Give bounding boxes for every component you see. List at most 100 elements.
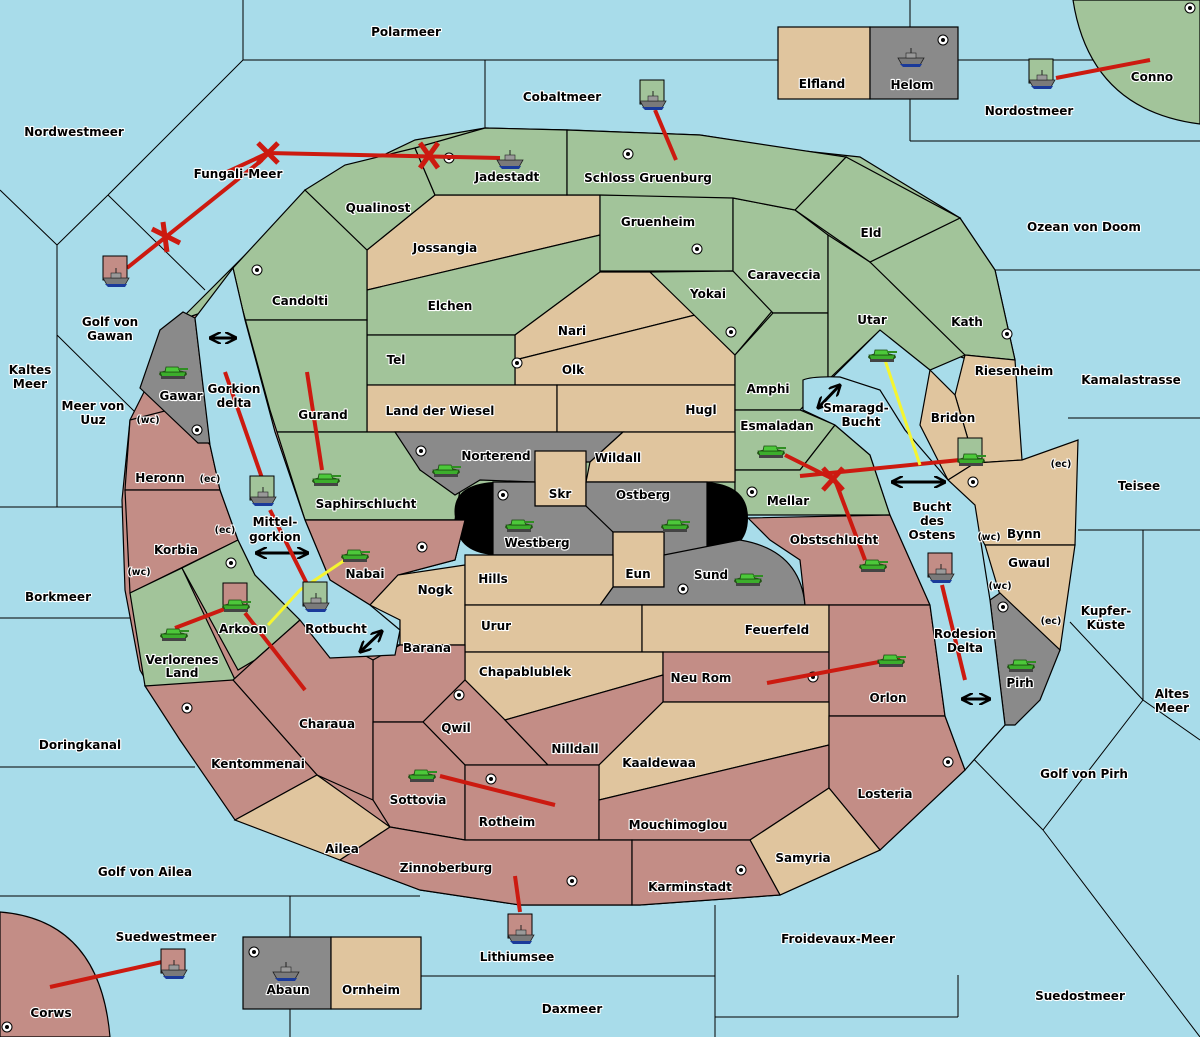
x-marks	[150, 141, 845, 492]
land-label-land-der-wiesel: Land der Wiesel	[386, 404, 495, 418]
failed-move-x-jadestadt	[417, 141, 441, 170]
land-label-kentommenai: Kentommenai	[211, 757, 305, 771]
land-label-karminstadt: Karminstadt	[648, 880, 732, 894]
supply-center-icon	[511, 357, 523, 369]
land-label-losteria: Losteria	[857, 787, 912, 801]
supply-center-icon	[497, 489, 509, 501]
land-label-saphirschlucht: Saphirschlucht	[316, 497, 417, 511]
sea-label-doringkanal: Doringkanal	[39, 738, 121, 752]
land-ornheim[interactable]	[330, 936, 422, 1010]
land-label-elchen: Elchen	[428, 299, 473, 313]
land-label-nogk: Nogk	[418, 583, 454, 597]
land-label-orlon: Orlon	[869, 691, 906, 705]
land-label-obstschlucht: Obstschlucht	[790, 533, 879, 547]
sea-label-teisee: Teisee	[1118, 479, 1160, 493]
supply-center-icon	[677, 583, 689, 595]
land-tel[interactable]	[366, 334, 516, 386]
supply-center-icon	[566, 875, 578, 887]
supply-center-icon	[416, 541, 428, 553]
land-elfland[interactable]	[777, 26, 871, 100]
supply-center-icon	[1184, 2, 1196, 14]
sea-smaragd-bucht[interactable]	[802, 376, 1006, 772]
sea-label-kupfer-kueste: Kupfer-Küste	[1081, 604, 1131, 632]
land-land-der-wiesel[interactable]	[366, 384, 558, 433]
land-schloss-gruenburg[interactable]	[566, 129, 848, 211]
land-label-sottovia: Sottovia	[390, 793, 447, 807]
land-label-candolti: Candolti	[272, 294, 328, 308]
supply-center-icon	[725, 326, 737, 338]
land-label-eun: Eun	[625, 567, 650, 581]
land-corws[interactable]	[0, 911, 111, 1037]
labels: PolarmeerCobaltmeerNordwestmeerFungali-M…	[8, 24, 1191, 1021]
land-label-jadestadt: Jadestadt	[474, 170, 540, 184]
land-label-wildall: Wildall	[595, 451, 641, 465]
land-label-mellar: Mellar	[767, 494, 809, 508]
land-label-urur: Urur	[481, 619, 511, 633]
sea-gorkion-channel[interactable]	[194, 266, 401, 659]
impassable-west	[454, 482, 493, 555]
land-losteria[interactable]	[828, 715, 966, 851]
land-label-qwil: Qwil	[441, 721, 471, 735]
sea-label-suedostmeer: Suedostmeer	[1035, 989, 1125, 1003]
army-icon[interactable]	[867, 349, 898, 363]
land-label-neu-rom: Neu Rom	[671, 671, 732, 685]
land-label-kaaldewaa: Kaaldewaa	[622, 756, 696, 770]
supply-center-icon	[622, 148, 634, 160]
land-label-esmaladan: Esmaladan	[740, 419, 813, 433]
land-label-barana: Barana	[403, 641, 451, 655]
land-label-jossangia: Jossangia	[412, 241, 477, 255]
failed-move-x-gawan	[150, 221, 182, 253]
land-label-nilldall: Nilldall	[551, 742, 598, 756]
land-skr[interactable]	[534, 450, 587, 507]
land-label-amphi: Amphi	[746, 382, 789, 396]
land-label-abaun: Abaun	[266, 983, 309, 997]
supply-center-icon	[942, 756, 954, 768]
land-label-hugl: Hugl	[685, 403, 716, 417]
sea-label-nordostmeer: Nordostmeer	[985, 104, 1074, 118]
land-label-chapablublek: Chapablublek	[479, 665, 572, 679]
supply-center-icon	[225, 557, 237, 569]
land-label-korbia: Korbia	[154, 543, 198, 557]
supply-center-icon	[746, 486, 758, 498]
supply-center-icon	[735, 864, 747, 876]
supply-center-icon	[1001, 328, 1013, 340]
land-label-skr: Skr	[549, 487, 572, 501]
land-label-mouchimoglou: Mouchimoglou	[629, 818, 728, 832]
land-label-tel: Tel	[387, 353, 406, 367]
sea-label-golf-von-ailea: Golf von Ailea	[98, 865, 192, 879]
land-gruenheim[interactable]	[599, 194, 734, 272]
land-label-gawar: Gawar	[159, 389, 202, 403]
land-label-norterend: Norterend	[461, 449, 530, 463]
land-label-ostberg: Ostberg	[616, 488, 670, 502]
supply-center-icon	[453, 689, 465, 701]
land-label-kath: Kath	[951, 315, 983, 329]
land-label-conno: Conno	[1131, 70, 1173, 84]
land-label-yokai: Yokai	[689, 287, 726, 301]
land-label-charaua: Charaua	[299, 717, 355, 731]
continent	[121, 127, 1079, 906]
sea-label-polarmeer: Polarmeer	[371, 25, 441, 39]
sea-label-golf-von-pirh: Golf von Pirh	[1040, 767, 1128, 781]
impassable-east	[707, 482, 748, 555]
land-label-samyria: Samyria	[775, 851, 830, 865]
land-hugl[interactable]	[556, 384, 736, 433]
supply-center-icon	[181, 702, 193, 714]
land-feuerfeld[interactable]	[641, 604, 830, 653]
failed-move-x-fungali	[256, 141, 280, 165]
sea-label-borkmeer: Borkmeer	[25, 590, 91, 604]
land-label-rotheim: Rotheim	[479, 815, 536, 829]
supply-center-icon	[415, 445, 427, 457]
sea-label-ozean-von-doom: Ozean von Doom	[1027, 220, 1141, 234]
land-karminstadt[interactable]	[631, 839, 781, 906]
land-label-eld: Eld	[861, 226, 882, 240]
land-label-hills: Hills	[478, 572, 508, 586]
supply-center-icon	[967, 476, 979, 488]
coast-label-ec: (ec)	[1041, 616, 1062, 627]
land-label-qualinost: Qualinost	[346, 201, 411, 215]
supply-center-icon	[191, 424, 203, 436]
